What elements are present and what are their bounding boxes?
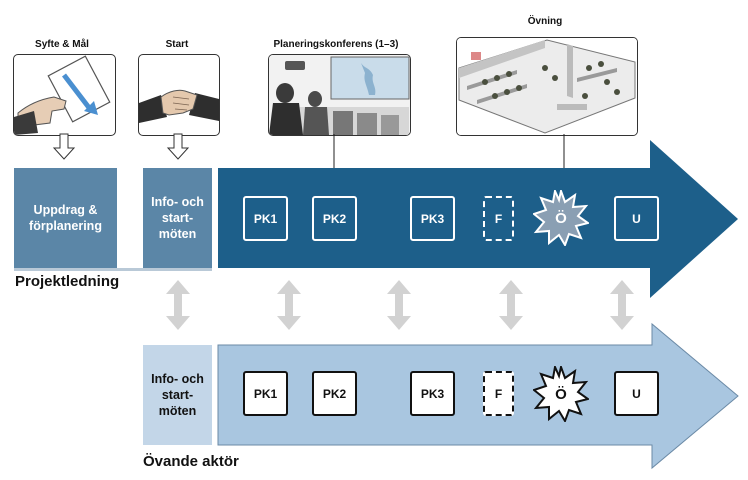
uppdrag-box: Uppdrag & förplanering (14, 168, 117, 268)
bottom-marker-ovning-burst: Ö (531, 363, 591, 424)
top-marker-pk3: PK3 (410, 196, 455, 241)
double-arrow-pk2 (387, 280, 411, 330)
top-info-label: Info- och start-möten (151, 195, 204, 241)
phase-label-start: Start (165, 39, 189, 50)
bottom-marker-u: U (614, 371, 659, 416)
bottom-marker-ovning-label: Ö (555, 385, 567, 403)
uppdrag-label: Uppdrag & förplanering (29, 203, 102, 233)
bottom-marker-pk2: PK2 (312, 371, 357, 416)
projektledning-title: Projektledning (15, 273, 120, 290)
exercise-floor-plan-illustration (456, 37, 638, 136)
top-marker-pk2: PK2 (312, 196, 357, 241)
top-lane-arrow (218, 140, 738, 298)
bottom-lane-arrow (217, 322, 739, 470)
double-arrow-f (499, 280, 523, 330)
bottom-marker-f: F (483, 371, 514, 416)
top-marker-f: F (483, 196, 514, 241)
top-lane-baseline (14, 268, 212, 271)
top-marker-ovning-label: Ö (555, 209, 567, 227)
double-arrow-pk1 (277, 280, 301, 330)
top-marker-pk1: PK1 (243, 196, 288, 241)
bottom-info-label: Info- och start-möten (151, 372, 204, 418)
phase-label-planering: Planeringskonferens (1–3) (273, 39, 399, 50)
top-marker-u: U (614, 196, 659, 241)
down-arrow-start (166, 133, 190, 160)
phase-label-syfte: Syfte & Mål (35, 39, 89, 50)
bottom-marker-pk3: PK3 (410, 371, 455, 416)
double-arrow-u (610, 280, 634, 330)
top-marker-ovning-burst: Ö (531, 187, 591, 248)
bottom-marker-pk1: PK1 (243, 371, 288, 416)
handshake-illustration (138, 54, 220, 136)
conference-room-illustration (268, 54, 411, 136)
ovande-aktor-title: Övande aktör (143, 453, 239, 470)
double-arrow-info (166, 280, 190, 330)
phase-label-ovning: Övning (527, 16, 563, 27)
bottom-info-box: Info- och start-möten (143, 345, 212, 445)
down-arrow-syfte (52, 133, 76, 160)
top-info-box: Info- och start-möten (143, 168, 212, 268)
